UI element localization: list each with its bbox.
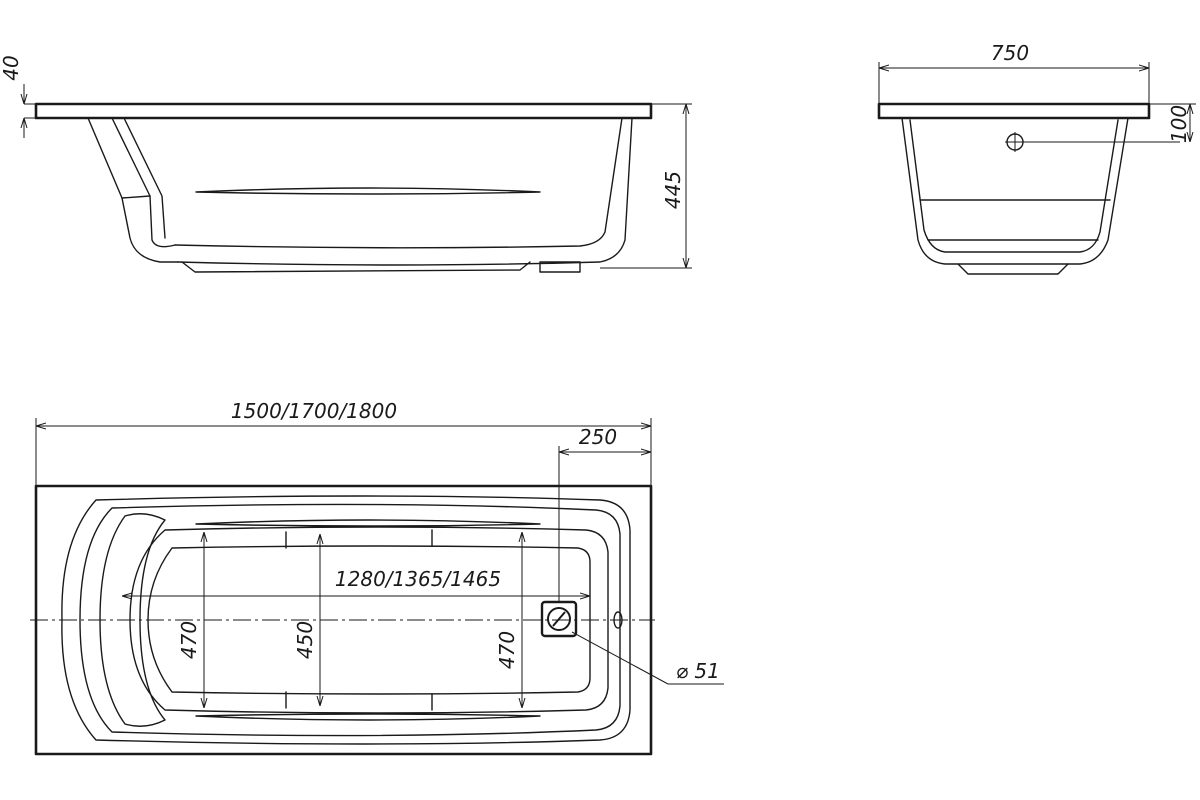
end-view: 750 100: [877, 41, 1196, 275]
dim-total-height-label: 445: [661, 171, 685, 209]
dim-overall-length: 1500/1700/1800: [35, 399, 652, 486]
dim-drain-diameter-label: ⌀ 51: [676, 659, 720, 683]
dim-rim-height: 40: [0, 55, 36, 138]
side-view-body: [174, 117, 623, 249]
side-view-headrest: [87, 117, 179, 263]
dim-inner-length-label: 1280/1365/1465: [335, 567, 501, 591]
side-view-groove: [195, 187, 541, 195]
end-view-rim: [877, 102, 1151, 120]
side-view-drain: [539, 261, 581, 273]
dim-total-height: 445: [600, 103, 692, 269]
dim-overflow-height: 100: [1149, 103, 1196, 143]
top-view-groove-bottom: [195, 713, 541, 721]
side-view: 40 445: [0, 55, 692, 273]
dim-width: 750: [878, 41, 1150, 104]
dim-inner-length: 1280/1365/1465: [122, 567, 590, 596]
dim-width-right: 470: [495, 532, 522, 708]
drain-icon: [540, 600, 578, 638]
dim-drain-offset-label: 250: [579, 425, 617, 449]
dim-overflow-height-label: 100: [1167, 105, 1191, 143]
dim-width-label: 750: [991, 41, 1029, 65]
dim-width-left: 470: [177, 532, 204, 708]
end-view-base: [957, 263, 1069, 275]
top-view-floor: [147, 545, 591, 695]
dim-width-right-label: 470: [495, 631, 519, 669]
top-view-bowl-outer: [61, 495, 631, 745]
dim-drain-offset: 250: [558, 425, 651, 602]
dim-width-middle-label: 450: [293, 621, 317, 659]
top-view: 1500/1700/1800 250 1280/1365/1465 470 45…: [30, 399, 724, 756]
dim-width-left-label: 470: [177, 621, 201, 659]
dim-drain-diameter: ⌀ 51: [571, 631, 724, 685]
side-view-rim: [34, 102, 653, 120]
dim-rim-height-label: 40: [0, 55, 23, 80]
end-view-body: [901, 117, 1129, 265]
top-view-groove-top: [195, 519, 541, 527]
dim-overall-length-label: 1500/1700/1800: [231, 399, 397, 423]
side-view-base: [181, 261, 531, 273]
dim-width-middle: 450: [293, 534, 320, 706]
